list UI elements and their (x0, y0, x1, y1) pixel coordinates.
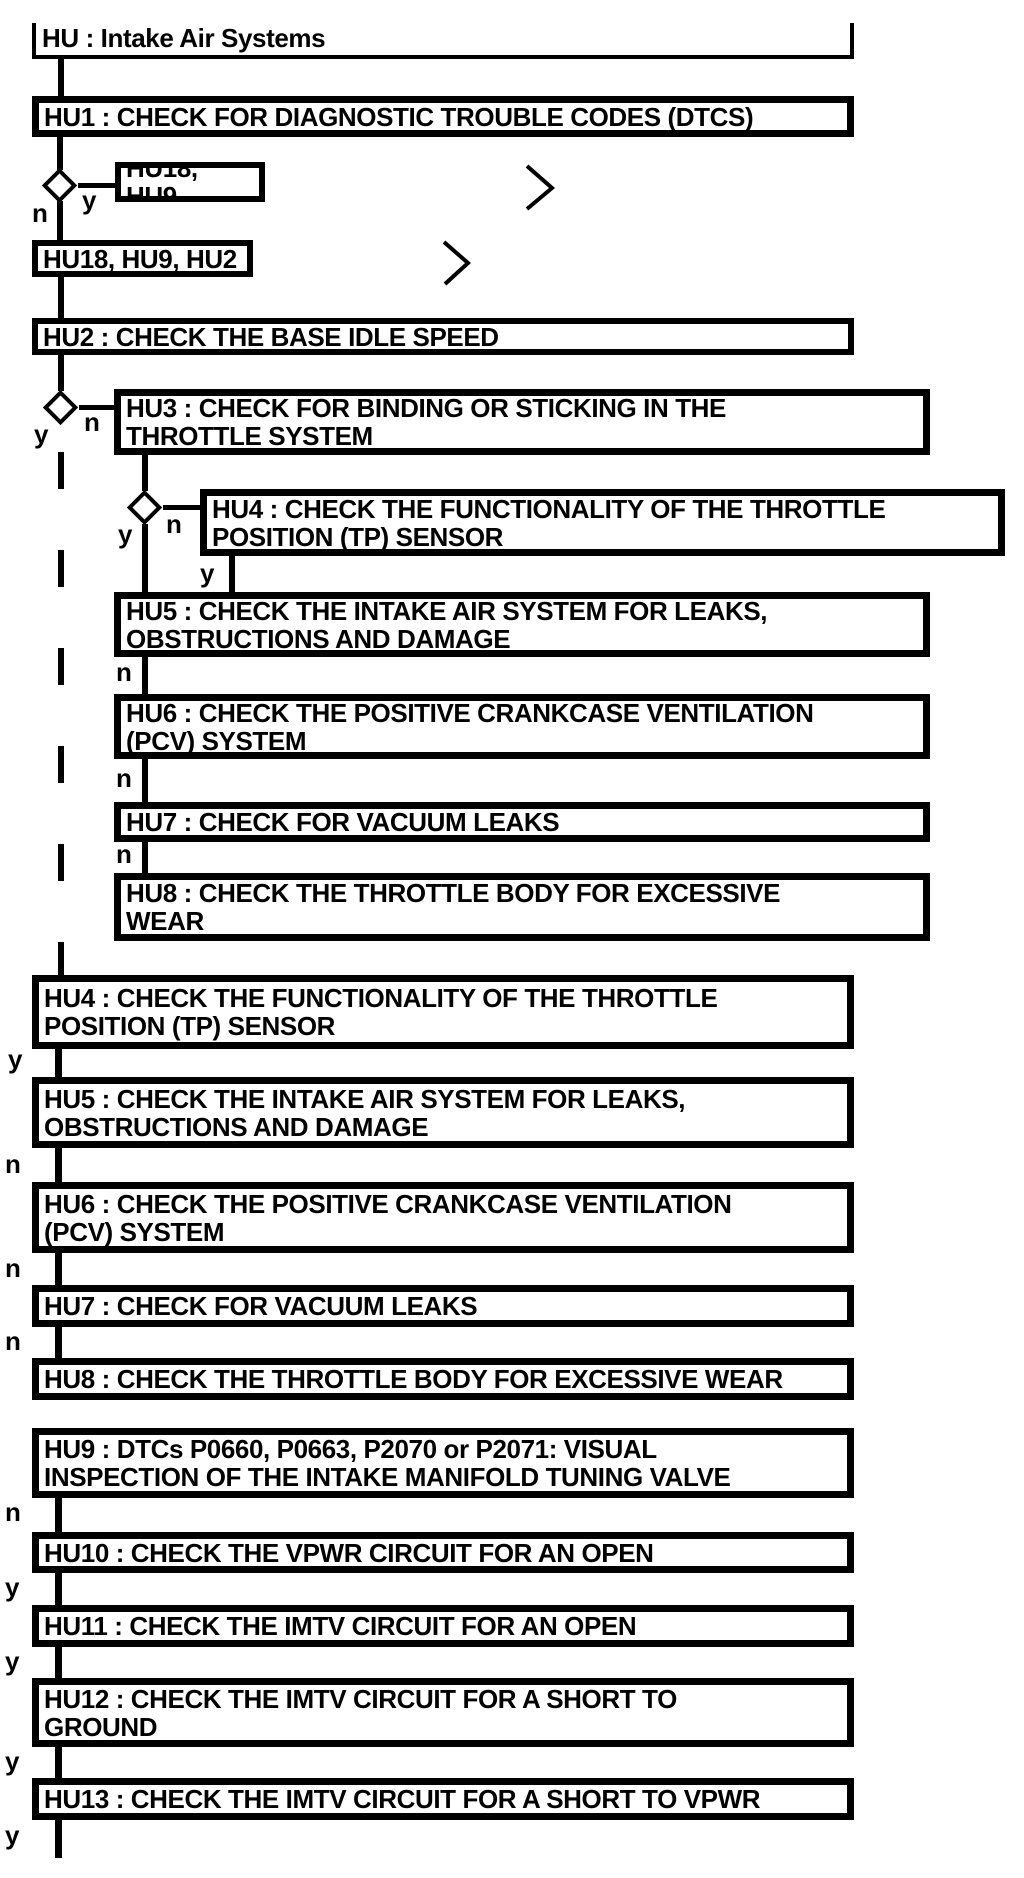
node-hu1-label: HU1 : CHECK FOR DIAGNOSTIC TROUBLE CODES… (44, 101, 754, 132)
connector-line (55, 1148, 62, 1183)
connector-line (55, 1044, 62, 1078)
node-hu8-label: HU8 : CHECK THE THROTTLE BODY FOR EXCESS… (126, 878, 781, 936)
connector-line (142, 524, 148, 593)
node-hu6-nested: HU6 : CHECK THE POSITIVE CRANKCASE VENTI… (114, 694, 930, 759)
branch-label-no: n (166, 509, 182, 539)
connector-line (55, 1498, 62, 1533)
node-hu18-hu9-label: HU18, HU9 (126, 162, 198, 202)
node-hu11: HU11 : CHECK THE IMTV CIRCUIT FOR AN OPE… (32, 1605, 854, 1647)
node-hu6-label: HU6 : CHECK THE POSITIVE CRANKCASE VENTI… (44, 1188, 732, 1247)
connector-line (57, 201, 63, 241)
connector-line (79, 405, 114, 410)
diagram-title-box: HU : Intake Air Systems (32, 23, 854, 59)
connector-line (78, 183, 115, 188)
connector-line (55, 1747, 62, 1779)
branch-label-yes: y (118, 519, 133, 549)
branch-label-no: n (116, 839, 132, 869)
node-hu3: HU3 : CHECK FOR BINDING OR STICKING IN T… (114, 389, 930, 455)
node-hu10-label: HU10 : CHECK THE VPWR CIRCUIT FOR AN OPE… (44, 1537, 654, 1568)
branch-label-no: n (32, 198, 48, 228)
diagram-title: HU : Intake Air Systems (42, 23, 326, 53)
node-hu8-nested: HU8 : CHECK THE THROTTLE BODY FOR EXCESS… (114, 873, 930, 941)
connector-line (58, 59, 64, 96)
connector-line (142, 455, 148, 491)
node-hu2: HU2 : CHECK THE BASE IDLE SPEED (32, 318, 854, 355)
branch-label-yes: y (8, 1044, 23, 1074)
node-hu1: HU1 : CHECK FOR DIAGNOSTIC TROUBLE CODES… (32, 96, 854, 137)
node-hu4: HU4 : CHECK THE FUNCTIONALITY OF THE THR… (32, 975, 854, 1049)
node-hu18-hu9-hu2: HU18, HU9, HU2 (32, 240, 253, 277)
branch-label-yes: y (5, 1646, 20, 1676)
connector-line (142, 759, 148, 803)
connector-line (55, 1327, 62, 1359)
connector-line (142, 657, 148, 695)
node-hu5-nested: HU5 : CHECK THE INTAKE AIR SYSTEM FOR LE… (114, 592, 930, 657)
node-hu11-label: HU11 : CHECK THE IMTV CIRCUIT FOR AN OPE… (44, 1611, 637, 1641)
branch-label-no: n (116, 763, 132, 793)
node-hu10: HU10 : CHECK THE VPWR CIRCUIT FOR AN OPE… (32, 1532, 854, 1573)
branch-label-yes: y (200, 558, 215, 588)
branch-label-yes: y (82, 185, 97, 215)
connector-line (229, 556, 235, 594)
branch-label-yes: y (5, 1572, 20, 1602)
connector-line (55, 1573, 62, 1606)
node-hu5-label: HU5 : CHECK THE INTAKE AIR SYSTEM FOR LE… (44, 1083, 686, 1142)
node-hu7-label: HU7 : CHECK FOR VACUUM LEAKS (44, 1291, 478, 1321)
connector-line (142, 842, 148, 874)
node-hu7-label: HU7 : CHECK FOR VACUUM LEAKS (126, 807, 560, 837)
node-hu13-label: HU13 : CHECK THE IMTV CIRCUIT FOR A SHOR… (44, 1784, 761, 1814)
node-hu3-label: HU3 : CHECK FOR BINDING OR STICKING IN T… (126, 393, 726, 451)
branch-label-no: n (116, 657, 132, 687)
branch-label-no: n (5, 1253, 21, 1283)
node-hu8: HU8 : CHECK THE THROTTLE BODY FOR EXCESS… (32, 1358, 854, 1400)
node-hu4-nested: HU4 : CHECK THE FUNCTIONALITY OF THE THR… (200, 489, 1005, 556)
connector-line (163, 505, 200, 510)
node-hu9-label: HU9 : DTCs P0660, P0663, P2070 or P2071:… (44, 1434, 731, 1492)
node-hu8-label: HU8 : CHECK THE THROTTLE BODY FOR EXCESS… (44, 1364, 783, 1394)
continue-chevron-icon (525, 164, 556, 211)
node-hu4-label: HU4 : CHECK THE FUNCTIONALITY OF THE THR… (44, 983, 718, 1041)
connector-line (55, 1647, 62, 1679)
branch-label-no: n (5, 1326, 21, 1356)
node-hu6-label: HU6 : CHECK THE POSITIVE CRANKCASE VENTI… (126, 697, 814, 756)
node-hu12: HU12 : CHECK THE IMTV CIRCUIT FOR A SHOR… (32, 1678, 854, 1747)
node-hu7: HU7 : CHECK FOR VACUUM LEAKS (32, 1285, 854, 1327)
branch-label-yes: y (5, 1746, 20, 1776)
branch-label-no: n (5, 1149, 21, 1179)
branch-label-yes: y (5, 1820, 20, 1850)
connector-line (57, 137, 63, 170)
node-hu5: HU5 : CHECK THE INTAKE AIR SYSTEM FOR LE… (32, 1077, 854, 1148)
connector-line (55, 1820, 62, 1858)
connector-line (58, 355, 64, 391)
node-hu18-hu9-hu2-label: HU18, HU9, HU2 (43, 243, 237, 274)
connector-line-dashed (58, 452, 64, 975)
node-hu2-label: HU2 : CHECK THE BASE IDLE SPEED (43, 321, 499, 352)
node-hu13: HU13 : CHECK THE IMTV CIRCUIT FOR A SHOR… (32, 1778, 854, 1820)
branch-label-yes: y (34, 419, 49, 449)
branch-label-no: n (5, 1497, 21, 1527)
node-hu9: HU9 : DTCs P0660, P0663, P2070 or P2071:… (32, 1428, 854, 1498)
continue-chevron-icon (442, 240, 472, 286)
node-hu4-label: HU4 : CHECK THE FUNCTIONALITY OF THE THR… (212, 493, 886, 552)
node-hu18-hu9: HU18, HU9 (115, 162, 265, 202)
node-hu5-label: HU5 : CHECK THE INTAKE AIR SYSTEM FOR LE… (126, 595, 768, 654)
connector-line (55, 1253, 62, 1286)
branch-label-no: n (84, 407, 100, 437)
connector-line (58, 277, 64, 318)
node-hu12-label: HU12 : CHECK THE IMTV CIRCUIT FOR A SHOR… (44, 1683, 677, 1742)
node-hu7-nested: HU7 : CHECK FOR VACUUM LEAKS (114, 802, 930, 842)
node-hu6: HU6 : CHECK THE POSITIVE CRANKCASE VENTI… (32, 1182, 854, 1253)
